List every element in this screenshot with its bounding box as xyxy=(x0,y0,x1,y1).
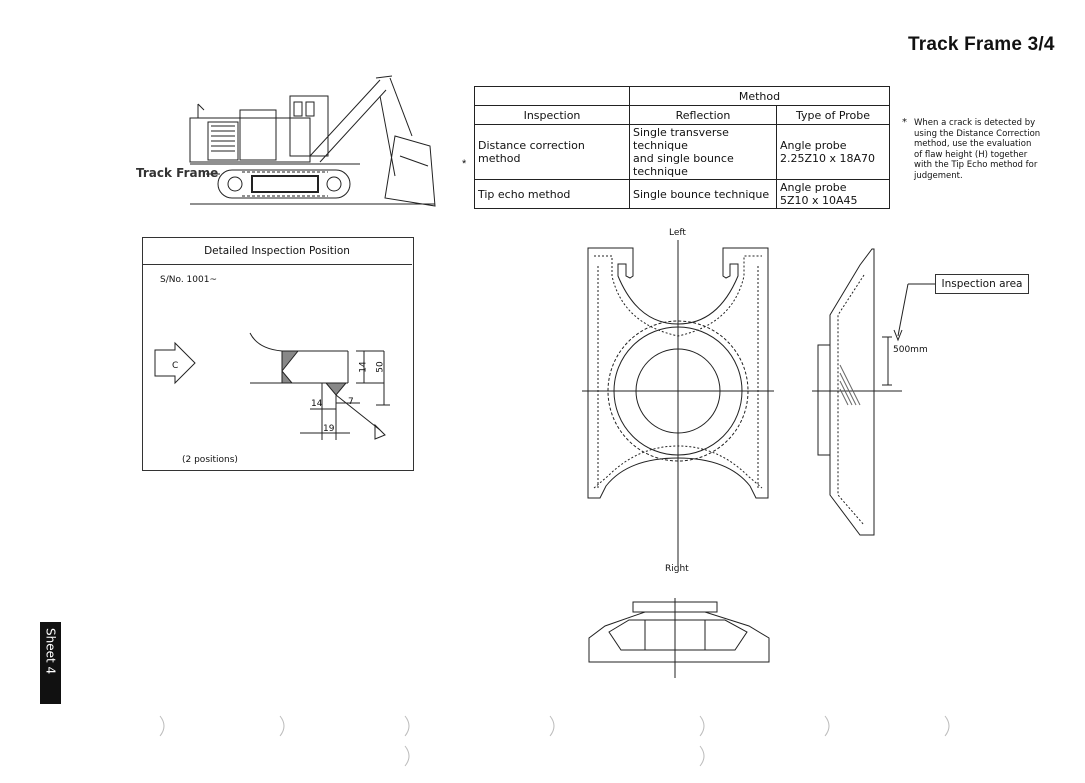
track-frame-side-view xyxy=(588,598,770,678)
left-label: Left xyxy=(669,228,686,238)
note-line: judgement. xyxy=(914,170,963,181)
row1-probe: Angle probe 2.25Z10 x 18A70 xyxy=(776,124,890,180)
row1-probe-line2: 2.25Z10 x 18A70 xyxy=(780,152,876,165)
inspection-note: * When a crack is detected by using the … xyxy=(902,117,1044,181)
table-row: Distance correction method Single transv… xyxy=(474,124,890,180)
dim-19: 19 xyxy=(323,424,335,434)
row-marker-star: * xyxy=(462,158,467,170)
dim-7: 7 xyxy=(348,397,354,407)
binder-marks xyxy=(159,715,950,767)
note-line: When a crack is detected by xyxy=(914,118,1036,128)
row2-probe: Angle probe 5Z10 x 10A45 xyxy=(776,179,890,209)
sheet-tab-arrow-icon xyxy=(40,678,61,704)
row1-probe-line1: Angle probe xyxy=(780,139,847,152)
sheet-label: Sheet 4 xyxy=(43,627,58,675)
right-label: Right xyxy=(665,564,689,574)
distance-label: 500mm xyxy=(893,345,928,355)
row2-inspection: Tip echo method xyxy=(474,179,630,209)
positions-note: (2 positions) xyxy=(182,455,238,465)
sheet-tab xyxy=(40,622,61,704)
table-row: Tip echo method Single bounce technique … xyxy=(474,179,890,209)
row2-probe-line2: 5Z10 x 10A45 xyxy=(780,194,858,207)
method-group-header: Method xyxy=(629,86,890,106)
track-frame-end-view xyxy=(812,248,902,536)
note-line: using the Distance Correction xyxy=(914,128,1041,139)
row1-inspection: Distance correction method xyxy=(474,124,630,180)
row2-probe-line1: Angle probe xyxy=(780,181,847,194)
dim-50: 50 xyxy=(375,361,386,373)
track-frame-label: Track Frame xyxy=(136,166,219,180)
note-star: * xyxy=(902,117,907,128)
detail-panel xyxy=(142,237,414,471)
weld-detail-drawing xyxy=(154,332,390,440)
row1-reflection: Single transverse technique and single b… xyxy=(629,124,777,180)
row2-reflection: Single bounce technique xyxy=(629,179,777,209)
detail-panel-header: Detailed Inspection Position xyxy=(142,237,412,265)
view-label-c: C xyxy=(172,361,179,371)
note-line: of flaw height (H) together xyxy=(914,149,1028,160)
excavator-illustration xyxy=(189,75,436,207)
col-header-reflection: Reflection xyxy=(629,105,777,125)
method-table: Method Inspection Reflection Type of Pro… xyxy=(474,86,890,209)
dim-14-lower: 14 xyxy=(311,399,323,409)
page-title: Track Frame 3/4 xyxy=(908,34,1055,55)
row1-reflection-line1: Single transverse technique xyxy=(633,126,729,152)
col-header-inspection: Inspection xyxy=(474,105,630,125)
col-header-probe: Type of Probe xyxy=(776,105,890,125)
leader-line xyxy=(893,283,935,342)
serial-number: S/No. 1001~ xyxy=(160,275,217,285)
note-line: method, use the evaluation xyxy=(914,139,1032,149)
note-line: with the Tip Echo method for xyxy=(914,160,1038,170)
inspection-area-label: Inspection area xyxy=(935,274,1029,294)
dim-14: 14 xyxy=(358,361,369,373)
track-frame-plan-view xyxy=(582,240,774,566)
row1-reflection-line2: and single bounce technique xyxy=(633,152,734,178)
